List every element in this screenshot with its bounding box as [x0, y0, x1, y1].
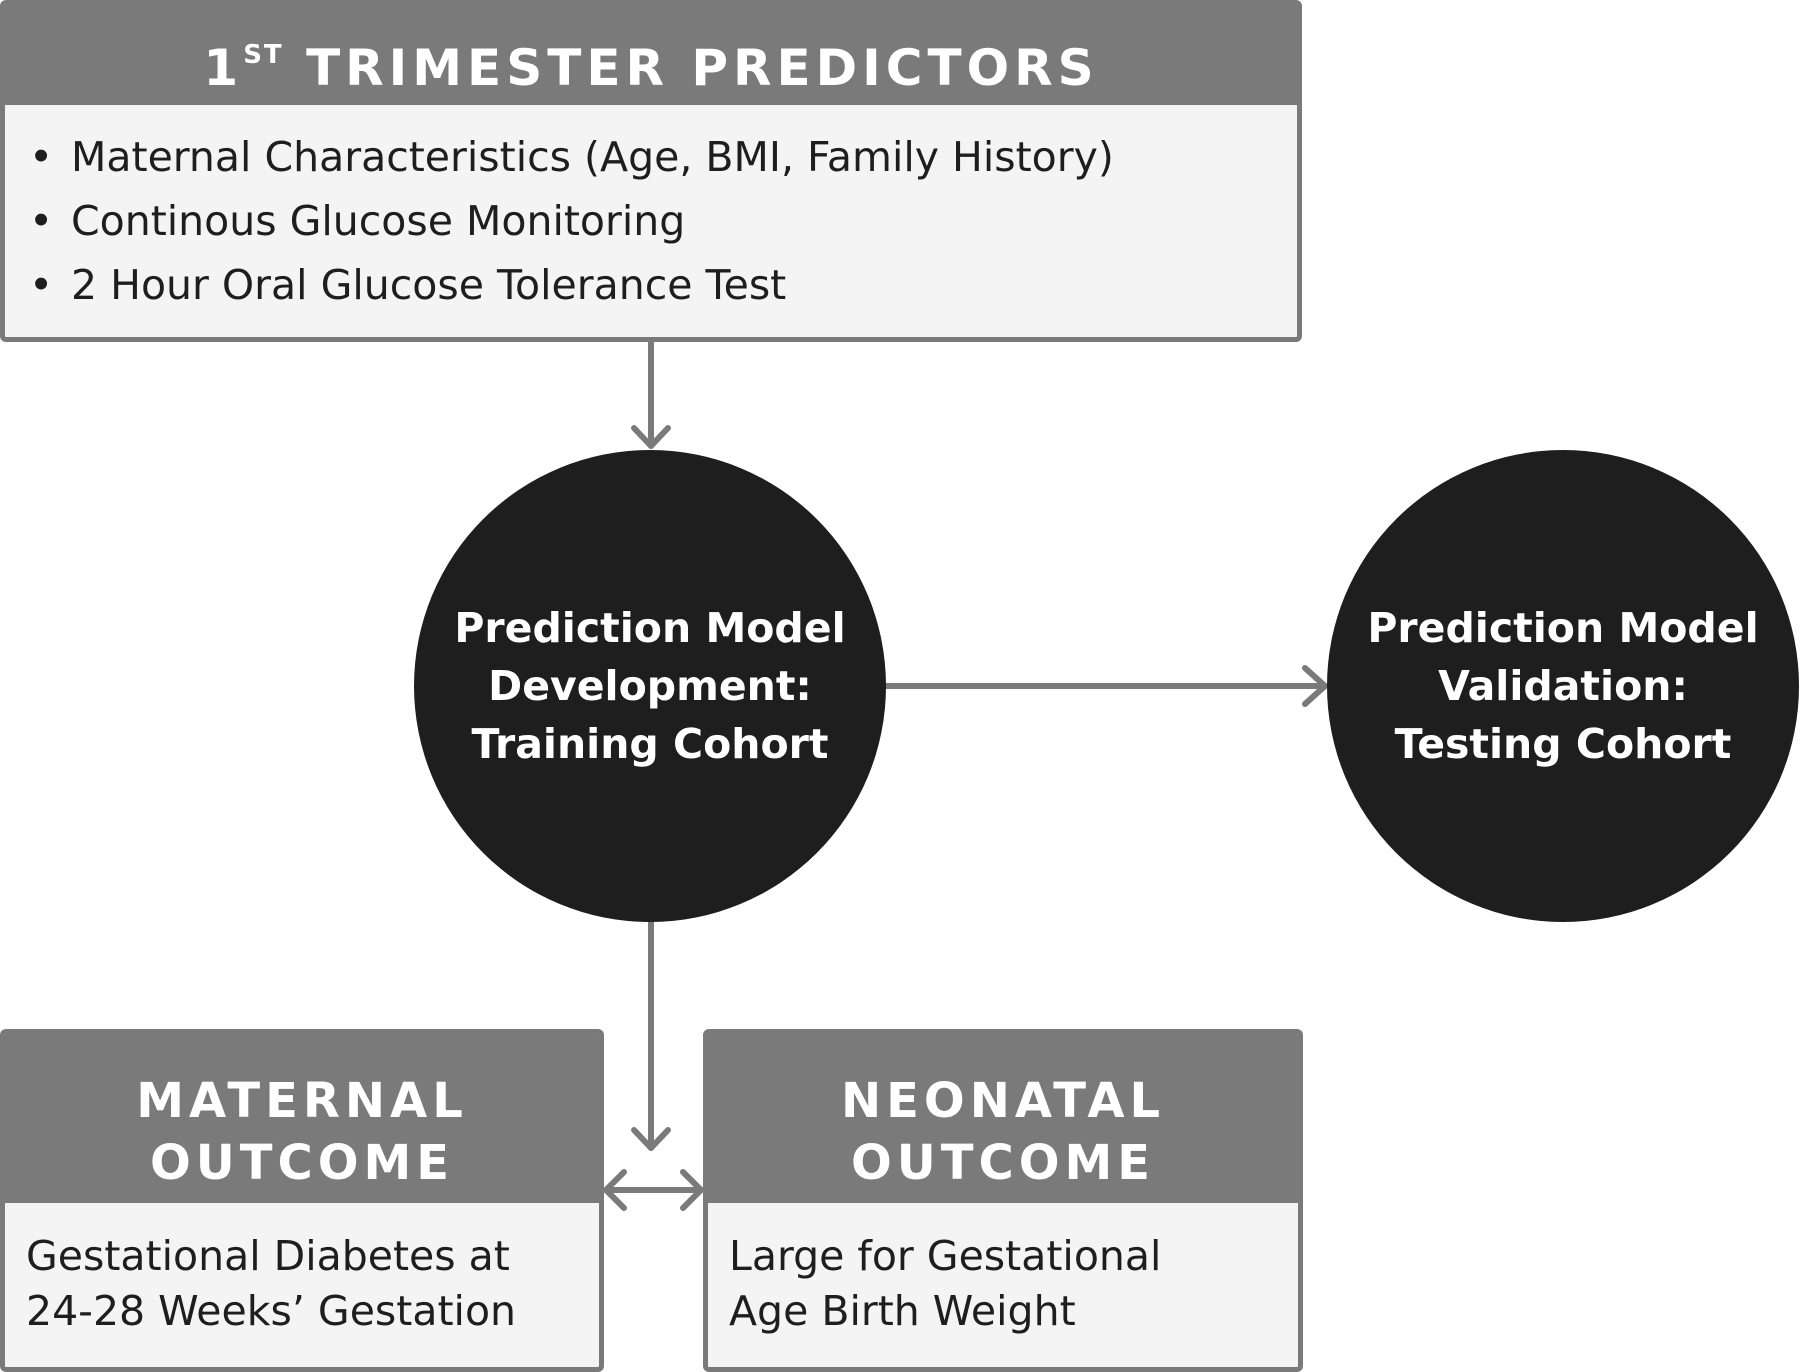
model-validation-node: Prediction Model Validation: Testing Coh…	[1327, 450, 1799, 922]
neonatal-title-line: OUTCOME	[850, 1135, 1156, 1191]
arrow-predictors-to-development	[631, 339, 671, 449]
predictor-item-label: Maternal Characteristics (Age, BMI, Fami…	[71, 133, 1114, 181]
predictor-item-label: 2 Hour Oral Glucose Tolerance Test	[71, 261, 787, 309]
predictor-item: • Maternal Characteristics (Age, BMI, Fam…	[29, 125, 1297, 189]
predictors-list: • Maternal Characteristics (Age, BMI, Fam…	[5, 105, 1297, 317]
predictor-item: • 2 Hour Oral Glucose Tolerance Test	[29, 253, 1297, 317]
arrow-development-to-validation	[883, 665, 1328, 707]
neonatal-body-line: Age Birth Weight	[729, 1287, 1076, 1335]
arrow-development-to-outcomes	[631, 919, 671, 1151]
maternal-outcome-box: MATERNAL OUTCOME Gestational Diabetes at…	[0, 1029, 604, 1372]
bullet-icon: •	[29, 133, 54, 181]
maternal-title-line: OUTCOME	[149, 1135, 455, 1191]
neonatal-outcome-box: NEONATAL OUTCOME Large for Gestational A…	[703, 1029, 1303, 1372]
maternal-outcome-body: Gestational Diabetes at 24-28 Weeks’ Ges…	[5, 1203, 599, 1339]
maternal-title-line: MATERNAL	[136, 1073, 468, 1129]
maternal-body-line: Gestational Diabetes at	[26, 1232, 510, 1280]
neonatal-title-line: NEONATAL	[840, 1073, 1166, 1129]
model-validation-label: Prediction Model Validation: Testing Coh…	[1367, 604, 1759, 768]
predictors-title-superscript: ST	[243, 40, 284, 70]
predictors-box: 1ST TRIMESTER PREDICTORS • Maternal Chara…	[0, 0, 1302, 342]
predictors-title-text: TRIMESTER PREDICTORS	[306, 39, 1099, 97]
bullet-icon: •	[29, 261, 54, 309]
bullet-icon: •	[29, 197, 54, 245]
predictors-title-number: 1	[203, 39, 244, 97]
predictor-item-label: Continous Glucose Monitoring	[71, 197, 686, 245]
double-arrow-between-outcomes	[603, 1169, 704, 1211]
maternal-body-line: 24-28 Weeks’ Gestation	[26, 1287, 517, 1335]
maternal-outcome-title: MATERNAL OUTCOME	[5, 1034, 599, 1203]
neonatal-outcome-title: NEONATAL OUTCOME	[708, 1034, 1298, 1203]
neonatal-outcome-body: Large for Gestational Age Birth Weight	[708, 1203, 1298, 1339]
predictors-title: 1ST TRIMESTER PREDICTORS	[5, 5, 1297, 105]
predictor-item: • Continous Glucose Monitoring	[29, 189, 1297, 253]
neonatal-body-line: Large for Gestational	[729, 1232, 1162, 1280]
model-development-node: Prediction Model Development: Training C…	[414, 450, 886, 922]
model-development-label: Prediction Model Development: Training C…	[454, 604, 846, 768]
